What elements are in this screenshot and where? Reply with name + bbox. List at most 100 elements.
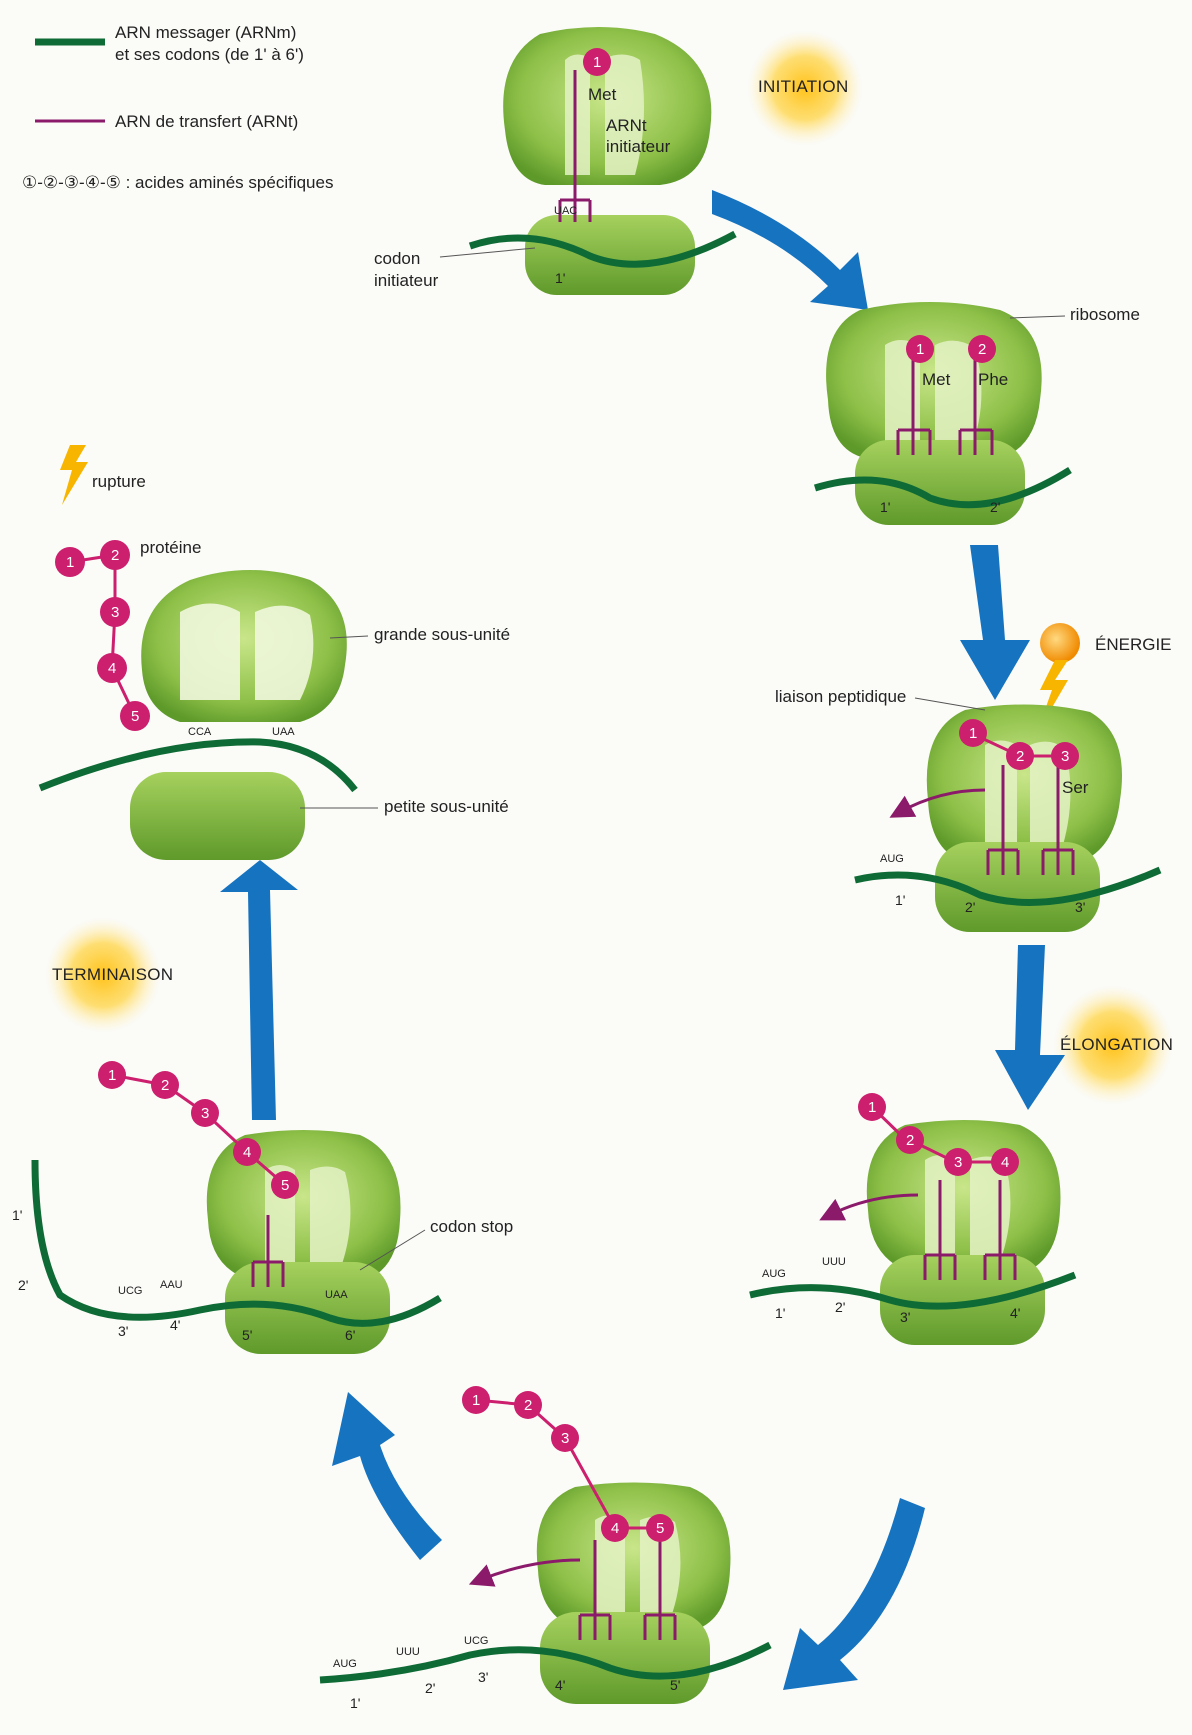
aa-num: 2 bbox=[978, 341, 986, 358]
aa-num: 3 bbox=[561, 1430, 569, 1447]
codon-uuu: UUU bbox=[396, 1646, 420, 1658]
codon-uaa: UAA bbox=[272, 726, 295, 738]
label-met: Met bbox=[588, 85, 617, 104]
stage-3: 1 2 3 Ser AUG 1' 2' 3' liaison peptidiqu… bbox=[775, 687, 1160, 932]
legend-mrna-label: ARN messager (ARNm) bbox=[115, 23, 296, 42]
codon-aau: AAU bbox=[160, 1279, 183, 1291]
stage-initiation: 1 Met ARNt initiateur UAC 1' codon initi… bbox=[374, 27, 735, 295]
aa-num: 5 bbox=[131, 708, 139, 725]
label-ribosome: ribosome bbox=[1070, 305, 1140, 324]
phase-initiation: INITIATION bbox=[747, 30, 863, 146]
codon-num-3: 3' bbox=[478, 1669, 488, 1685]
petite-sous-unite bbox=[130, 772, 305, 860]
label-grande-sous-unite: grande sous-unité bbox=[374, 625, 510, 644]
aa-num: 3 bbox=[111, 604, 119, 621]
phase-elongation-label: ÉLONGATION bbox=[1060, 1035, 1173, 1054]
label-petite-sous-unite: petite sous-unité bbox=[384, 797, 509, 816]
energy-orb bbox=[1040, 623, 1080, 663]
aa-num: 1 bbox=[472, 1392, 480, 1409]
grande-sous-unite bbox=[141, 570, 347, 722]
codon-num-2: 2' bbox=[18, 1277, 28, 1293]
aa-num: 4 bbox=[243, 1144, 251, 1161]
codon-ucg: UCG bbox=[464, 1635, 488, 1647]
codon-num-1: 1' bbox=[555, 270, 565, 286]
codon-aug: AUG bbox=[880, 853, 904, 865]
legend-amino-label: ①-②-③-④-⑤ : acides aminés spécifiques bbox=[22, 173, 333, 192]
aa-num: 1 bbox=[108, 1067, 116, 1084]
aa-num: 1 bbox=[969, 725, 977, 742]
codon-num-4: 4' bbox=[555, 1677, 565, 1693]
codon-num-1: 1' bbox=[775, 1305, 785, 1321]
label-liaison-peptidique: liaison peptidique bbox=[775, 687, 906, 706]
aa-num: 1 bbox=[66, 554, 74, 571]
codon-num-1: 1' bbox=[12, 1207, 22, 1223]
aa-num: 5 bbox=[656, 1520, 664, 1537]
aa-num: 4 bbox=[611, 1520, 619, 1537]
label-codon-stop: codon stop bbox=[430, 1217, 513, 1236]
large-subunit bbox=[537, 1483, 731, 1629]
label-met: Met bbox=[922, 370, 951, 389]
stage-release: rupture 1 2 3 4 5 protéine grande sous-u… bbox=[40, 445, 510, 860]
aa-num: 2 bbox=[906, 1132, 914, 1149]
aa-num: 1 bbox=[868, 1099, 876, 1116]
codon-uaa: UAA bbox=[325, 1289, 348, 1301]
label-arnt-2: initiateur bbox=[606, 137, 671, 156]
stage-2: 1 2 Met Phe 1' 2' ribosome bbox=[815, 302, 1140, 525]
codon-num-2: 2' bbox=[425, 1680, 435, 1696]
label-codon-initiateur-2: initiateur bbox=[374, 271, 439, 290]
label-ser: Ser bbox=[1062, 778, 1089, 797]
arrow-4 bbox=[783, 1498, 925, 1690]
phase-terminaison-label: TERMINAISON bbox=[52, 965, 173, 984]
label-energie: ÉNERGIE bbox=[1095, 635, 1172, 654]
codon-num-2: 2' bbox=[990, 499, 1000, 515]
arrow-3 bbox=[995, 945, 1065, 1110]
phase-elongation: ÉLONGATION bbox=[1053, 985, 1173, 1105]
legend: ARN messager (ARNm) et ses codons (de 1'… bbox=[22, 23, 333, 192]
codon-num-4: 4' bbox=[1010, 1305, 1020, 1321]
codon-num-2: 2' bbox=[965, 899, 975, 915]
codon-uuu: UUU bbox=[822, 1256, 846, 1268]
phase-initiation-label: INITIATION bbox=[758, 77, 849, 96]
aa-num: 1 bbox=[593, 54, 601, 71]
aa-num: 4 bbox=[108, 660, 116, 677]
label-rupture: rupture bbox=[92, 472, 146, 491]
codon-num-1: 1' bbox=[880, 499, 890, 515]
label-phe: Phe bbox=[978, 370, 1008, 389]
codon-uac: UAC bbox=[554, 205, 577, 217]
aa-num: 2 bbox=[524, 1397, 532, 1414]
aa-num: 3 bbox=[201, 1105, 209, 1122]
label-codon-initiateur: codon bbox=[374, 249, 420, 268]
codon-aug: AUG bbox=[333, 1658, 357, 1670]
legend-trna-label: ARN de transfert (ARNt) bbox=[115, 112, 298, 131]
label-arnt: ARNt bbox=[606, 116, 647, 135]
codon-num-3: 3' bbox=[1075, 899, 1085, 915]
codon-num-3: 3' bbox=[118, 1323, 128, 1339]
phase-terminaison: TERMINAISON bbox=[45, 917, 173, 1033]
aa-num: 1 bbox=[916, 341, 924, 358]
codon-num-1: 1' bbox=[895, 892, 905, 908]
codon-num-2: 2' bbox=[835, 1299, 845, 1315]
label-proteine: protéine bbox=[140, 538, 201, 557]
large-subunit bbox=[927, 704, 1122, 860]
codon-num-5: 5' bbox=[670, 1677, 680, 1693]
codon-num-1: 1' bbox=[350, 1695, 360, 1711]
codon-num-6: 6' bbox=[345, 1327, 355, 1343]
lightning-icon bbox=[60, 445, 88, 505]
arrow-6 bbox=[220, 860, 298, 1120]
arrow-5 bbox=[332, 1392, 442, 1560]
codon-ucg: UCG bbox=[118, 1285, 142, 1297]
aa-num: 3 bbox=[954, 1154, 962, 1171]
arrow-1 bbox=[712, 190, 868, 310]
aa-num: 4 bbox=[1001, 1154, 1009, 1171]
codon-num-3: 3' bbox=[900, 1309, 910, 1325]
aa-num: 2 bbox=[111, 547, 119, 564]
codon-num-5: 5' bbox=[242, 1327, 252, 1343]
aa-num: 3 bbox=[1061, 748, 1069, 765]
codon-num-4: 4' bbox=[170, 1317, 180, 1333]
aa-num: 2 bbox=[1016, 748, 1024, 765]
arrow-2 bbox=[960, 545, 1030, 700]
small-subunit bbox=[525, 215, 695, 295]
codon-cca: CCA bbox=[188, 726, 212, 738]
